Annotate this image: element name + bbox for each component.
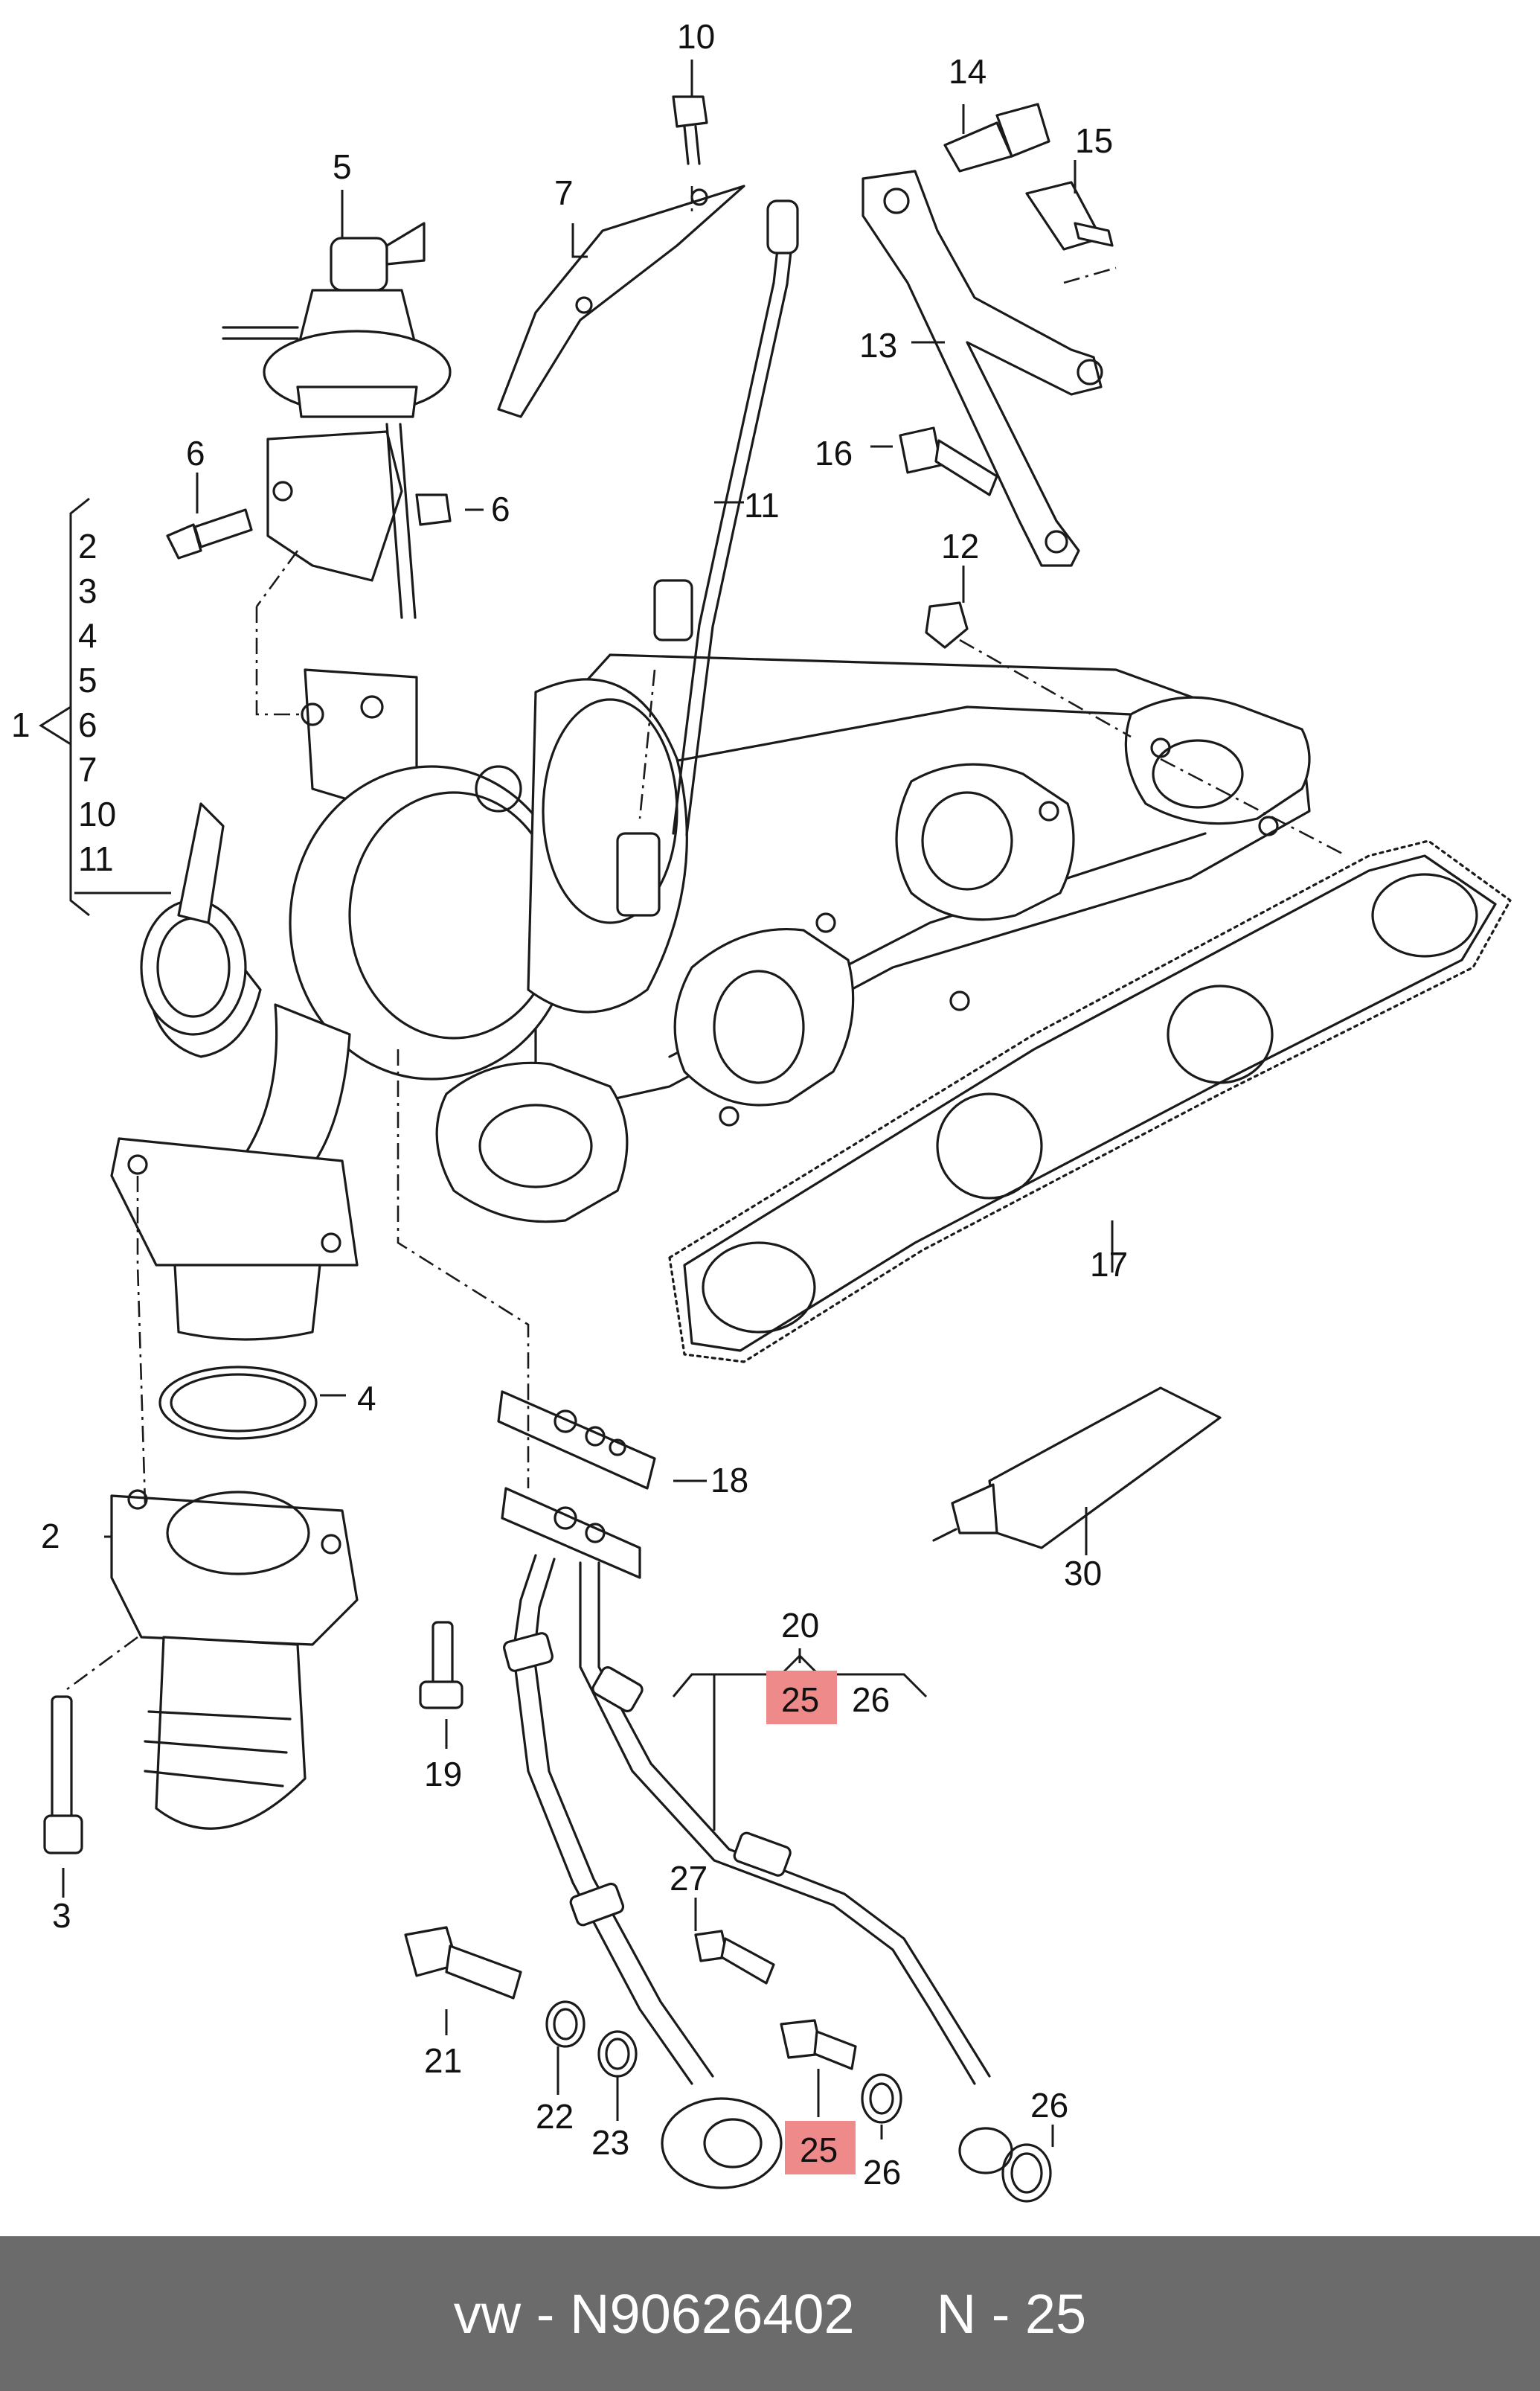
callout-6: 6 [186,434,205,473]
footer-part-number: N90626402 [570,2282,855,2345]
group1-item-7: 7 [78,750,97,789]
callout-5: 5 [333,147,352,186]
callout-18: 17 [1090,1245,1128,1284]
callout-20: 19 [424,1755,462,1793]
callout-24: 23 [591,2123,629,2162]
callout-25-bottom: 25 [800,2131,838,2169]
lower-housing [43,1366,359,1854]
callout-30: 30 [1064,1554,1102,1593]
callout-27: 27 [670,1859,708,1898]
callout-10: 7 [554,173,574,212]
vacuum-actuator [222,222,452,619]
heat-shield [497,185,745,418]
callout-23: 22 [536,2097,574,2136]
group1-item-11: 11 [78,839,114,878]
callout-7: 6 [491,490,510,528]
callout-16: 15 [1075,121,1113,160]
callout-19: 18 [710,1461,748,1499]
flange-gaskets [497,1390,656,1579]
oil-pipe-assembly [503,1554,1052,2203]
callout-15: 14 [949,52,986,91]
fasteners-lower [404,1621,902,2124]
callout-25-top: 25 [781,1680,819,1719]
group1-item-2: 2 [78,527,97,566]
footer-item-label: N - 25 [936,2282,1087,2345]
support-bracket [862,103,1114,649]
footer-bar: vw - N90626402 N - 25 [0,2236,1540,2391]
callout-26-right: 26 [1030,2086,1068,2125]
group1-item-3: 3 [78,572,97,610]
exhaust-manifold [435,653,1311,1223]
callout-4: 4 [357,1379,376,1418]
group1-item-4: 4 [78,616,97,655]
callout-14: 13 [859,326,897,365]
footer-brand: vw [453,2282,522,2345]
fasteners-upper [166,95,708,560]
assembly-lines [66,186,1347,1691]
callout-labels: 10 5 7 6 6 11 14 15 13 16 12 17 4 2 3 18… [11,17,1128,2192]
callout-11: 10 [677,17,715,56]
callout-26-top: 26 [852,1680,890,1719]
callout-12: 11 [744,486,780,525]
highlight-25-bottom [785,2121,856,2174]
exploded-parts-diagram: 10 5 7 6 6 11 14 15 13 16 12 17 4 2 3 18… [11,17,1512,2203]
group1-item-6: 6 [78,705,97,744]
callout-17: 16 [815,434,853,473]
callout-22: 21 [424,2041,462,2080]
group1-item-5: 5 [78,661,97,700]
highlight-25-top [766,1671,837,1724]
turbocharger [110,668,688,1341]
callout-21: 20 [781,1606,819,1645]
footer-separator: - [536,2282,555,2345]
callout-1: 1 [11,705,31,744]
callout-26-bottom: 26 [863,2153,901,2192]
group1-item-10: 10 [78,795,116,833]
manifold-gasket [668,839,1512,1363]
sealant-tube [932,1386,1222,1549]
callout-3: 3 [52,1896,71,1935]
callout-13: 12 [941,527,979,566]
callout-2: 2 [41,1517,60,1555]
pressure-pipe [616,199,799,917]
